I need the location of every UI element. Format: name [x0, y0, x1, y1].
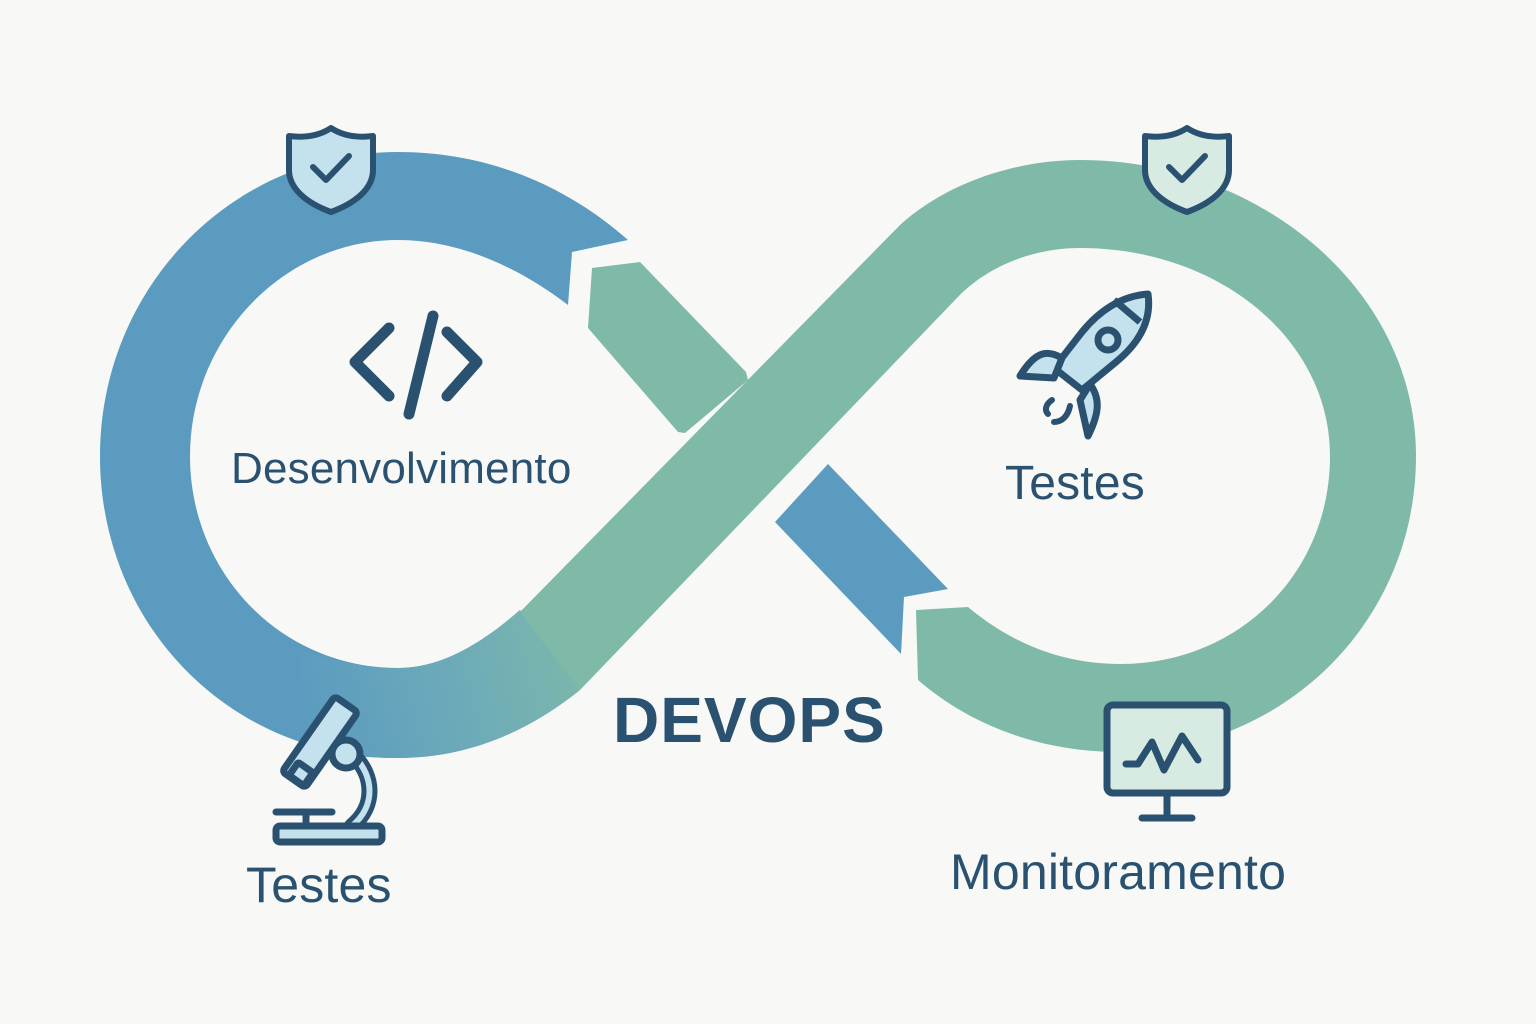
left-loop-gradient-blend [300, 610, 580, 758]
code-icon [349, 310, 483, 420]
diagonal-band-main [520, 160, 1080, 690]
microscope-icon [272, 694, 386, 846]
right-loop-arc [916, 160, 1416, 752]
diagram-title: DEVOPS [613, 684, 886, 756]
stage-label-desenvolvimento: Desenvolvimento [231, 444, 572, 493]
left-loop-arc [100, 152, 628, 758]
stage-label-testes-right: Testes [1005, 457, 1145, 510]
shield-check-icon [286, 125, 376, 215]
lower-right-blue-segment [775, 464, 948, 654]
upper-left-green-segment [588, 262, 748, 433]
stage-label-testes-bottom: Testes [246, 857, 392, 913]
rocket-icon [1016, 290, 1153, 440]
monitor-chart-icon [1103, 701, 1231, 822]
shield-check-icon [1142, 125, 1232, 215]
stage-label-monitoramento: Monitoramento [950, 844, 1287, 900]
